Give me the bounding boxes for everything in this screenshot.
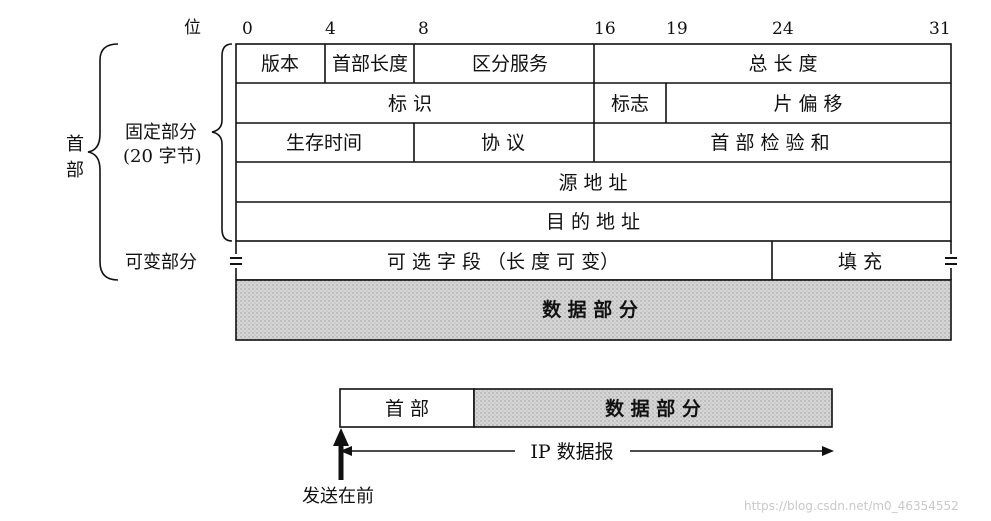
header-table — [235, 43, 952, 242]
field-ihl: 首部长度 — [332, 53, 408, 75]
field-total-length: 总 长 度 — [748, 53, 817, 75]
bit-tick: 4 — [325, 19, 336, 39]
field-version: 版本 — [261, 53, 299, 75]
field-padding: 填 充 — [838, 251, 882, 273]
datagram-data-box — [473, 388, 833, 428]
bit-tick: 19 — [666, 19, 688, 39]
data-part-box — [235, 279, 952, 341]
bit-tick: 24 — [772, 19, 794, 39]
bit-tick: 8 — [418, 19, 429, 39]
field-protocol: 协 议 — [481, 132, 525, 154]
field-source-address: 源 地 址 — [558, 172, 627, 194]
arrow-right-head — [822, 446, 834, 456]
fixed-part-label: 固定部分 — [125, 122, 197, 143]
field-checksum: 首 部 检 验 和 — [710, 132, 829, 154]
header-label-bottom: 部 — [66, 160, 84, 181]
fixed-part-brace — [211, 43, 233, 242]
header-label-top: 首 — [66, 134, 84, 155]
field-identification: 标 识 — [388, 93, 432, 115]
datagram-header-label: 首 部 — [385, 398, 429, 420]
send-first-arrow-icon — [333, 428, 349, 446]
field-destination-address: 目 的 地 址 — [546, 211, 640, 233]
break-mark-left — [230, 257, 242, 265]
field-ttl: 生存时间 — [286, 132, 362, 154]
bit-tick: 31 — [929, 19, 951, 39]
field-data: 数 据 部 分 — [542, 298, 638, 321]
watermark: https://blog.csdn.net/m0_46354552 — [744, 499, 959, 513]
send-first-label: 发送在前 — [302, 486, 374, 507]
bit-tick: 16 — [594, 19, 616, 39]
variable-part-label: 可变部分 — [125, 252, 197, 273]
field-flags: 标志 — [611, 93, 649, 115]
fixed-part-size-label: (20 字节) — [123, 146, 202, 167]
field-fragment-offset: 片 偏 移 — [773, 93, 842, 115]
header-brace — [87, 43, 119, 281]
field-options: 可 选 字 段 （长 度 可 变） — [387, 251, 619, 273]
break-mark-right — [945, 257, 957, 265]
datagram-data-label: 数 据 部 分 — [605, 397, 701, 420]
datagram-label: IP 数据报 — [530, 441, 613, 463]
field-tos: 区分服务 — [472, 53, 548, 75]
bit-axis-label: 位 — [184, 18, 201, 38]
arrow-left-head — [340, 446, 352, 456]
bit-tick: 0 — [242, 19, 253, 39]
